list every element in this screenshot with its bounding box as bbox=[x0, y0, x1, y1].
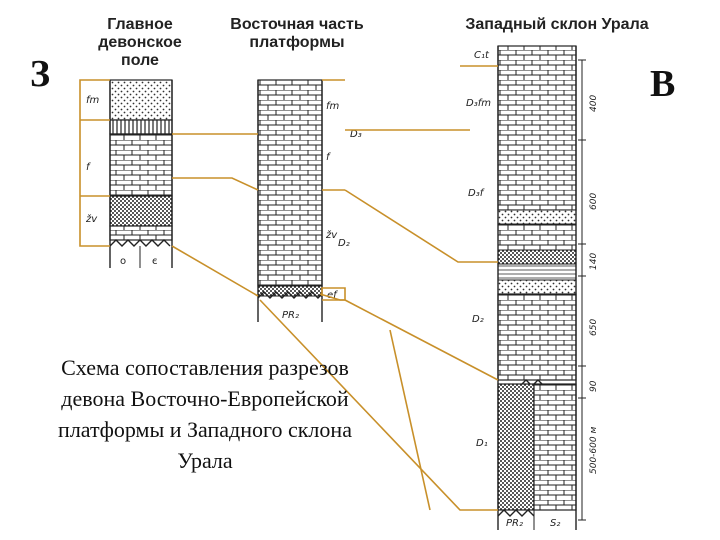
header-east-platform: Восточная часть платформы bbox=[230, 16, 364, 51]
col2-pr2-label: PR₂ bbox=[282, 310, 299, 321]
col3-s2-label: S₂ bbox=[550, 518, 560, 529]
bracket-col1 bbox=[79, 79, 110, 247]
header-west-ural: Западный склон Урала bbox=[465, 16, 649, 33]
col3-c1t-label: C₁t bbox=[474, 50, 490, 61]
thickness-label-600: 600 bbox=[589, 193, 599, 210]
col1-f-label: f bbox=[86, 162, 91, 173]
thickness-label-650: 650 bbox=[589, 319, 599, 336]
col2-zv-label: žv bbox=[325, 229, 338, 241]
col3-d2-label: D₂ bbox=[472, 314, 484, 325]
col1-c-label: є bbox=[152, 256, 158, 267]
diagram-caption: Схема сопоставления разрезов девона Вост… bbox=[58, 355, 352, 473]
thickness-label-500-600: 500-600 м bbox=[589, 427, 599, 474]
col2-f-label: f bbox=[326, 152, 331, 163]
col1-o-label: o bbox=[120, 256, 126, 267]
column-main-field bbox=[109, 79, 173, 268]
col3-pr2-label: PR₂ bbox=[506, 518, 523, 529]
col3-d1-label: D₁ bbox=[476, 438, 488, 449]
col2-ef-label: ef bbox=[327, 290, 338, 301]
col3-d3fm-label: D₃fm bbox=[466, 98, 491, 109]
header-main-devonian-field: Главное девонское поле bbox=[98, 16, 182, 69]
thickness-label-90: 90 bbox=[589, 380, 599, 392]
col1-fm-label: fm bbox=[86, 95, 100, 106]
thickness-label-140: 140 bbox=[589, 253, 599, 270]
col2-d3-label: D₃ bbox=[350, 129, 362, 140]
column-west-ural bbox=[497, 45, 586, 530]
column-east-platform bbox=[257, 79, 323, 322]
col3-d3f-label: D₃f bbox=[468, 188, 485, 199]
col2-fm-label: fm bbox=[326, 101, 340, 112]
thickness-label-400: 400 bbox=[589, 95, 599, 112]
col1-zv-label: žv bbox=[85, 213, 98, 225]
west-label: З bbox=[30, 53, 51, 95]
correlation-lines bbox=[79, 65, 499, 511]
col2-d2-label: D₂ bbox=[338, 238, 350, 249]
east-label: В bbox=[650, 63, 676, 105]
